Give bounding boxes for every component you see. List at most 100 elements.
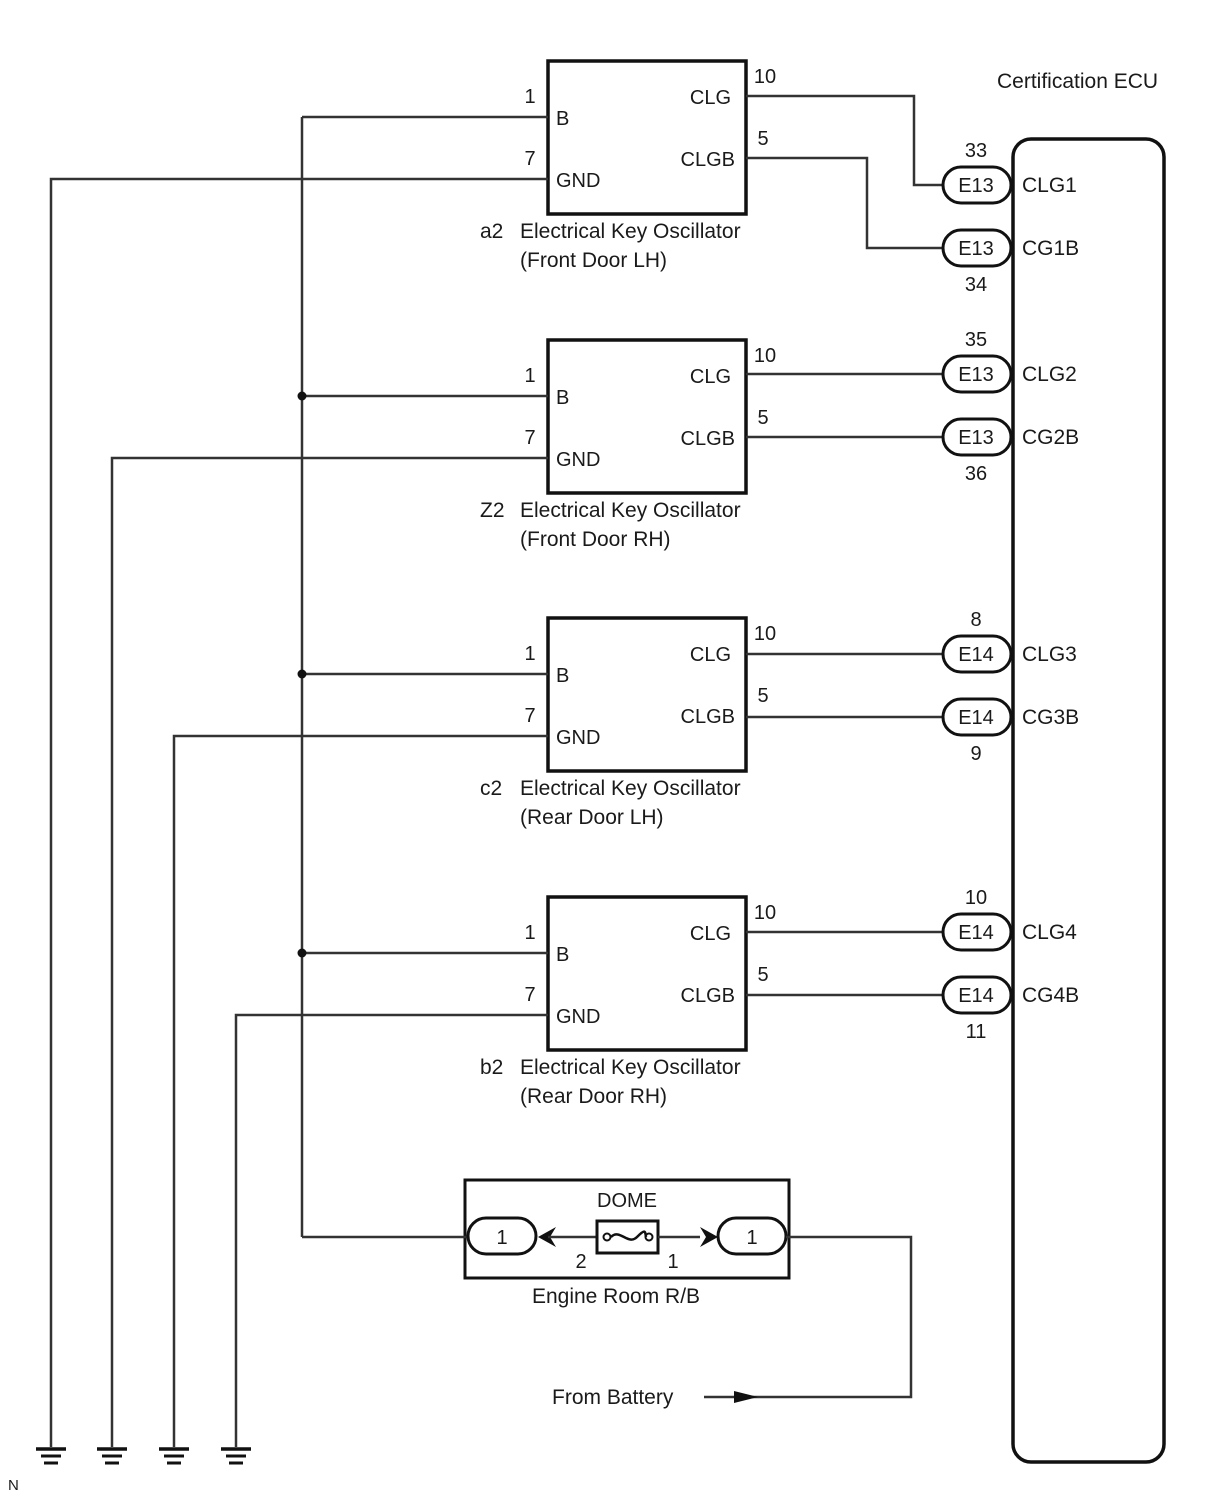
ecu-terminal-cg2b: E13 36 CG2B (941, 417, 1079, 485)
ecu-terminal-name: CLG1 (1022, 174, 1077, 197)
clg-terminal-label: CLG (690, 87, 731, 109)
clgb-terminal-label: CLGB (681, 985, 735, 1007)
ecu-terminal-name: CG4B (1022, 984, 1079, 1007)
connector-arrow-right-icon (700, 1227, 718, 1247)
oscillator-code: b2 (480, 1056, 503, 1079)
gnd-terminal-label: GND (556, 170, 600, 192)
ground-icon (36, 1447, 66, 1465)
clg-pin-number: 10 (754, 66, 776, 88)
b-pin-number: 1 (524, 365, 535, 387)
b-terminal-label: B (556, 944, 569, 966)
oscillator-caption: b2 Electrical Key Oscillator (480, 1056, 741, 1079)
connector-id: E13 (958, 238, 994, 260)
oscillator-box (546, 616, 748, 773)
gnd-pin-number: 7 (524, 705, 535, 727)
ecu-connector (941, 354, 1013, 394)
clgb-terminal-label: CLGB (681, 706, 735, 728)
ecu-connector (941, 165, 1013, 205)
b-pin-number: 1 (524, 643, 535, 665)
ecu-connector (941, 697, 1013, 737)
connector-arrow-left-icon (538, 1227, 556, 1247)
oscillator-name: Electrical Key Oscillator (520, 1056, 741, 1079)
oscillator-location: (Rear Door RH) (520, 1085, 667, 1108)
b-pin-number: 1 (524, 922, 535, 944)
gnd-terminal-label: GND (556, 449, 600, 471)
gnd-terminal-label: GND (556, 727, 600, 749)
ecu-connector (941, 912, 1013, 952)
clgb-terminal-label: CLGB (681, 428, 735, 450)
ecu-terminal-name: CG3B (1022, 706, 1079, 729)
ecu-terminal-name: CLG2 (1022, 363, 1077, 386)
relay-block-label: Engine Room R/B (532, 1285, 700, 1308)
oscillator-location: (Front Door LH) (520, 249, 667, 272)
oscillator-name: Electrical Key Oscillator (520, 499, 741, 522)
ecu-terminal-name: CG1B (1022, 237, 1079, 260)
gnd-pin-number: 7 (524, 984, 535, 1006)
clgb-pin-number: 5 (757, 685, 768, 707)
corner-mark: N (8, 1477, 19, 1494)
ecu-title: Certification ECU (997, 70, 1158, 93)
rb-right-connector-pin: 1 (746, 1227, 757, 1249)
oscillator-caption: Z2 Electrical Key Oscillator (480, 499, 741, 522)
fuse-pin-left: 2 (575, 1251, 586, 1273)
oscillator-box (546, 895, 748, 1052)
clg-wire (746, 94, 945, 187)
clg-pin-number: 10 (754, 902, 776, 924)
oscillator-location: (Rear Door LH) (520, 806, 664, 829)
clgb-pin-number: 5 (757, 964, 768, 986)
connector-id: E14 (958, 644, 994, 666)
battery-label: From Battery (552, 1386, 674, 1409)
gnd-wire (49, 177, 548, 1447)
oscillator-caption: c2 Electrical Key Oscillator (480, 777, 741, 800)
oscillator-box (546, 338, 748, 495)
certification-ecu-box (1011, 137, 1166, 1464)
connector-id: E14 (958, 985, 994, 1007)
ecu-pin-number: 36 (965, 463, 987, 485)
b-terminal-label: B (556, 387, 569, 409)
connector-id: E13 (958, 364, 994, 386)
clgb-wire (746, 156, 945, 250)
clgb-pin-number: 5 (757, 128, 768, 150)
b-pin-number: 1 (524, 86, 535, 108)
ground-icon (97, 1447, 127, 1465)
rb-left-connector (466, 1216, 538, 1256)
clg-pin-number: 10 (754, 623, 776, 645)
ecu-connector (941, 228, 1013, 268)
oscillator-code: Z2 (480, 499, 505, 522)
ecu-terminal-name: CLG3 (1022, 643, 1077, 666)
junction-dot-icon (297, 669, 307, 679)
clg-terminal-label: CLG (690, 923, 731, 945)
oscillator-name: Electrical Key Oscillator (520, 777, 741, 800)
oscillator-name: Electrical Key Oscillator (520, 220, 741, 243)
gnd-wire (234, 1013, 548, 1447)
ecu-terminal-name: CG2B (1022, 426, 1079, 449)
connector-id: E13 (958, 175, 994, 197)
ground-icon (221, 1447, 251, 1465)
clgb-terminal-label: CLGB (681, 149, 735, 171)
battery-feed-wire (704, 1235, 913, 1399)
clg-terminal-label: CLG (690, 644, 731, 666)
ecu-pin-number: 9 (970, 743, 981, 765)
engine-room-relay-block: 1 DOME 2 1 1 Engine Room R/B (302, 1178, 791, 1308)
ground-icon (159, 1447, 189, 1465)
battery-arrow-icon (734, 1391, 758, 1403)
connector-id: E14 (958, 922, 994, 944)
ecu-pin-number: 11 (966, 1021, 987, 1043)
oscillator-code: c2 (480, 777, 502, 800)
connector-id: E13 (958, 427, 994, 449)
b-terminal-label: B (556, 665, 569, 687)
clg-pin-number: 10 (754, 345, 776, 367)
junction-dot-icon (297, 391, 307, 401)
gnd-pin-number: 7 (524, 427, 535, 449)
ecu-pin-number: 35 (965, 329, 987, 351)
